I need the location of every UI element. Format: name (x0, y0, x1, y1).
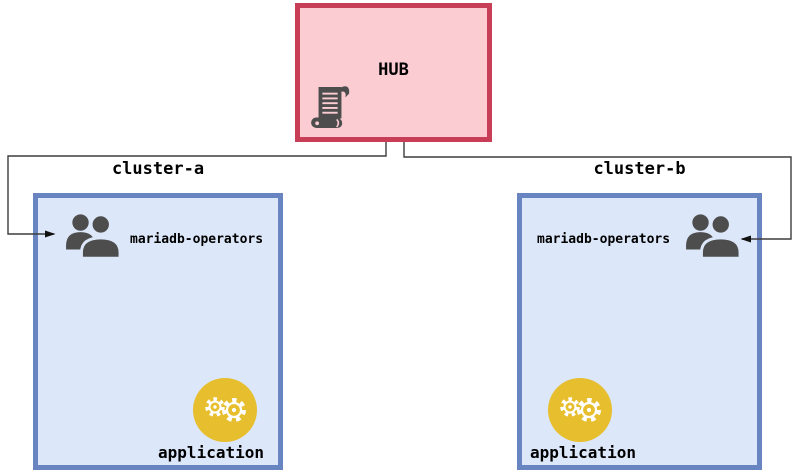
users-icon (686, 213, 742, 260)
cluster-b-box: mariadb-operators (517, 193, 762, 470)
users-icon (66, 213, 122, 260)
cluster-a-title: cluster-a (111, 159, 205, 179)
cluster-a-application-label: application (158, 443, 264, 462)
cluster-b-title: cluster-b (593, 159, 686, 179)
cluster-a-box: mariadb-operators application (33, 193, 283, 470)
cluster-b-application-label: application (530, 443, 636, 462)
cluster-b-operator-label: mariadb-operators (537, 232, 671, 247)
gears-icon (193, 378, 257, 442)
scroll-icon (311, 86, 350, 128)
hub-box: HUB (295, 3, 492, 142)
gears-icon (548, 378, 612, 442)
cluster-a-operator-label: mariadb-operators (130, 232, 264, 247)
hub-label: HUB (378, 60, 409, 80)
